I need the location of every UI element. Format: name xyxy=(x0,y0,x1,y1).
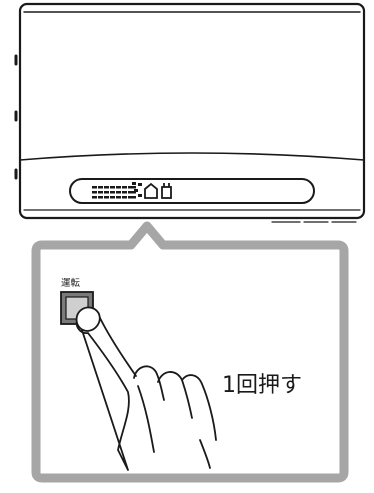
callout-frame xyxy=(31,221,349,483)
device-unit xyxy=(14,2,366,223)
signal-icon xyxy=(132,182,142,197)
house-icon xyxy=(144,182,158,199)
run-button-label: 運転 xyxy=(61,278,81,289)
device-body xyxy=(18,2,366,220)
instruction-text: 1回押す xyxy=(222,373,302,398)
outlet-icon xyxy=(161,183,172,199)
pointing-hand-icon xyxy=(75,306,217,471)
led-bar-icon xyxy=(92,186,136,199)
front-panel-divider xyxy=(19,152,365,161)
